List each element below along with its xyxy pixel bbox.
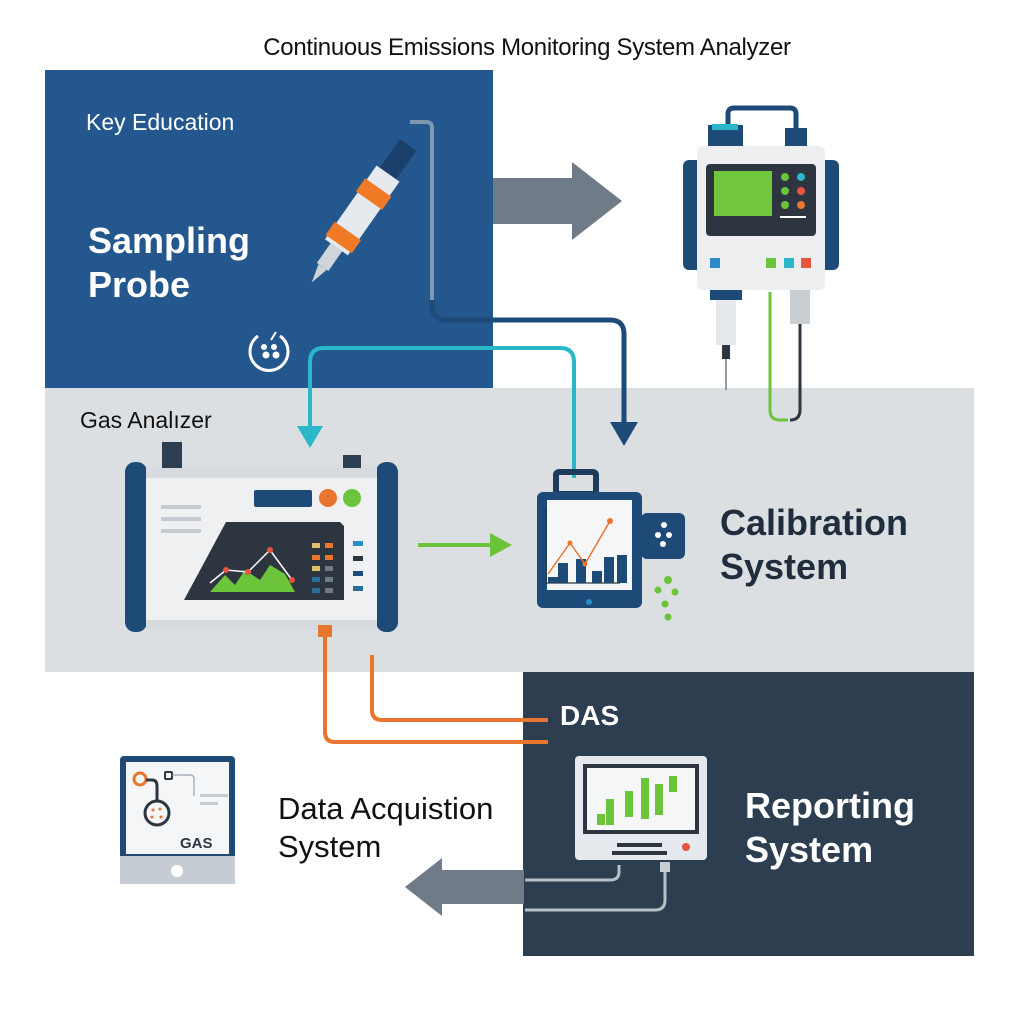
probe-line-to-calibration [410,120,434,129]
gas-analyzer-device-icon [125,442,398,632]
flow-arrow-left [405,858,524,916]
teal-flow-line [308,346,576,478]
das-label: DAS [560,700,620,731]
reporting-monitor-icon [525,756,707,912]
daq-title-line2: System [278,829,382,864]
monitoring-device-icon [683,105,839,422]
droplet-sample-icon [248,331,290,372]
calibration-system-title: Calibration System [720,501,908,589]
gas-analyzer-label: Gas Analızer [80,407,212,433]
sampling-probe-title-line2: Probe [88,264,191,305]
calibration-device-icon [537,469,685,621]
data-acquisition-title: Data Acquistion System [278,790,493,866]
daq-title-line1: Data Acquistion [278,791,494,826]
sampling-probe-title-line1: Sampling [88,220,251,261]
arrow-head-teal [297,426,323,448]
key-education-label: Key Education [86,109,235,135]
calibration-title-line1: Calibration [720,502,909,543]
sampling-probe-title: Sampling Probe [88,219,250,307]
flow-arrow-right [493,162,622,240]
data-acquisition-tablet-icon [120,756,235,884]
diagram-title: Continuous Emissions Monitoring System A… [263,34,791,61]
gas-screen-label: GAS [180,835,213,852]
sampling-probe-icon [311,139,417,283]
calibration-title-line2: System [720,546,849,587]
arrow-head-navy [610,422,638,446]
flow-arrow-green [418,533,512,557]
reporting-system-title: Reporting System [745,784,915,872]
reporting-title-line1: Reporting [745,785,915,826]
orange-signal-lines [318,625,548,744]
reporting-title-line2: System [745,829,874,870]
